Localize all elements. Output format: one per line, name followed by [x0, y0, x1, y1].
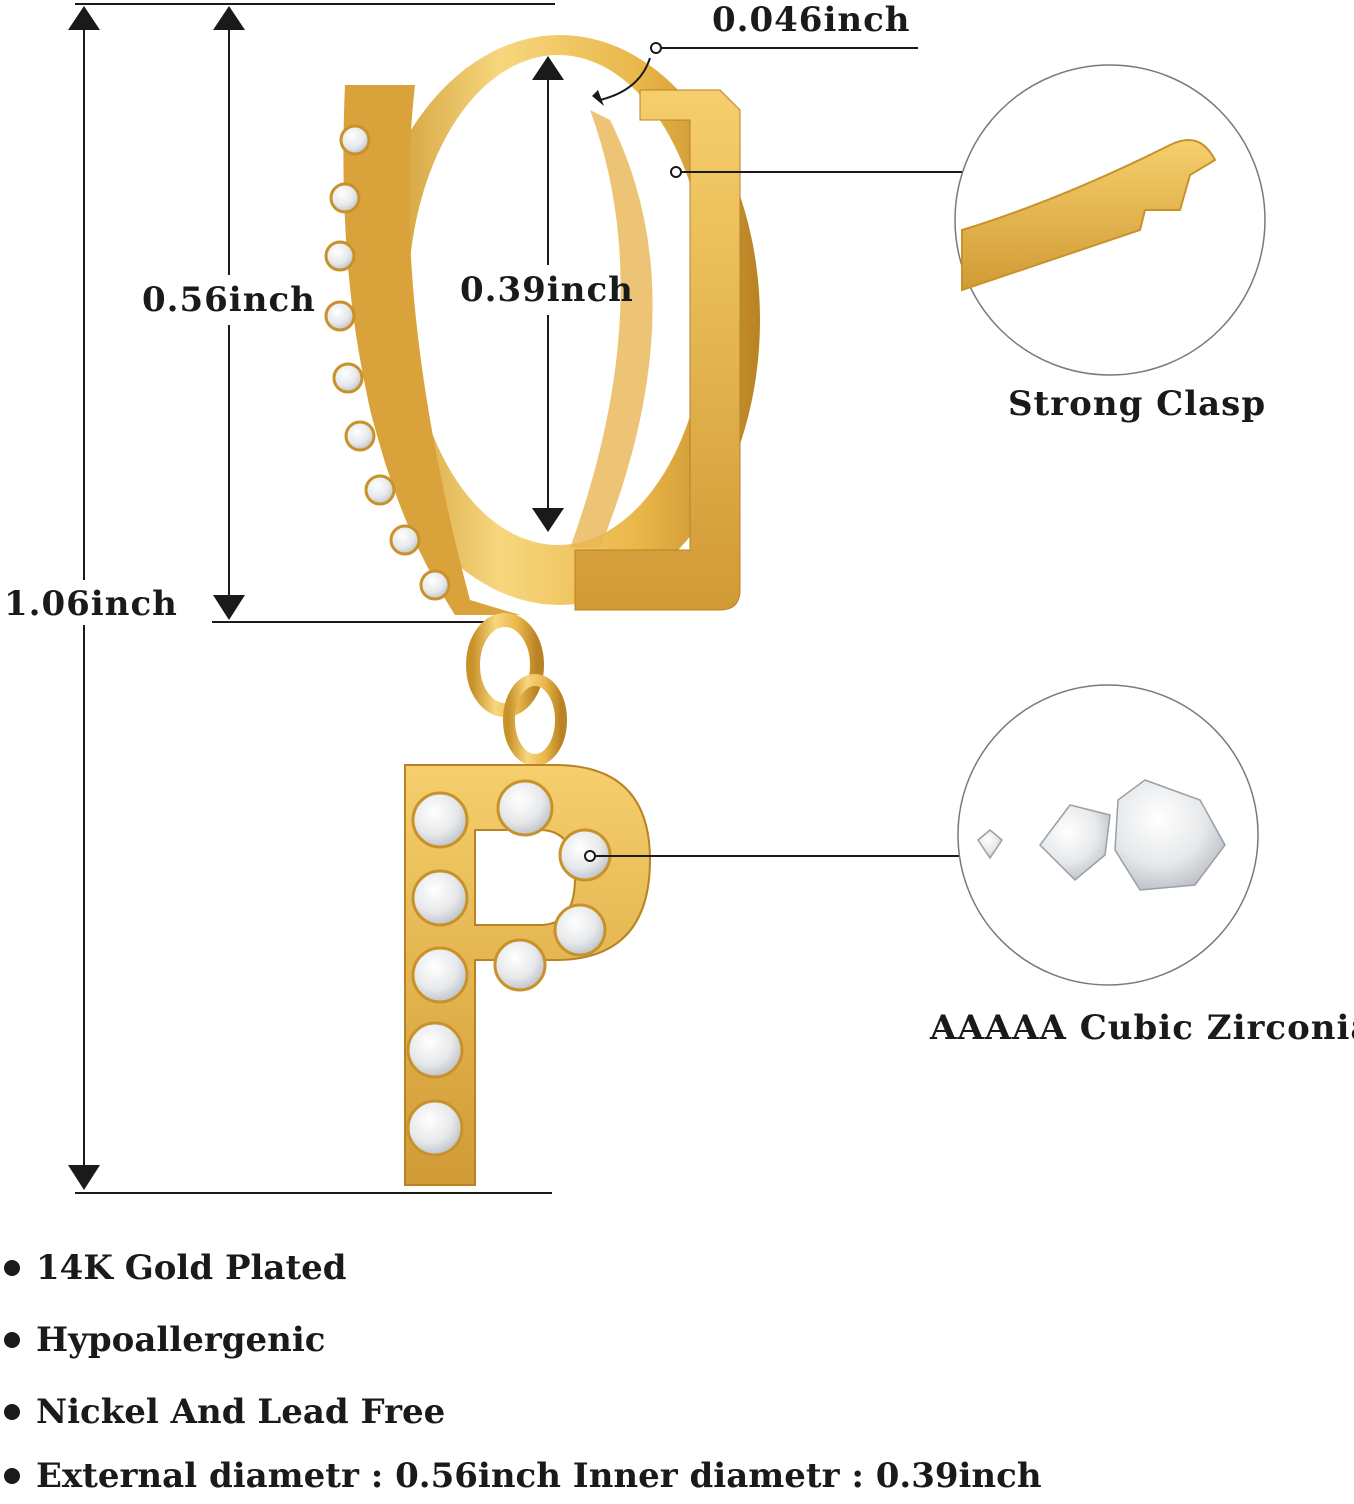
bullet-dot-icon	[4, 1332, 20, 1348]
total-length-label: 1.06inch	[4, 584, 178, 624]
bullet-text: External diametr : 0.56inch Inner diamet…	[36, 1456, 1042, 1496]
bullet-item: 14K Gold Plated	[0, 1248, 347, 1288]
diamond-icon	[977, 779, 1226, 891]
strong-clasp-caption: Strong Clasp	[1008, 384, 1267, 424]
bullet-item: Nickel And Lead Free	[0, 1392, 445, 1432]
bullet-dot-icon	[4, 1468, 20, 1484]
letter-stones	[406, 779, 612, 1157]
wire-thickness-label: 0.046inch	[712, 0, 911, 40]
bullet-dot-icon	[4, 1260, 20, 1276]
outer-diameter-label: 0.56inch	[142, 280, 316, 320]
bullet-text: Nickel And Lead Free	[36, 1392, 446, 1432]
cubic-zirconia-caption: AAAAA Cubic Zirconia	[930, 1008, 1354, 1048]
bullet-dot-icon	[4, 1404, 20, 1420]
clasp-callout	[670, 64, 1266, 376]
bullet-item: External diametr : 0.56inch Inner diamet…	[0, 1456, 1042, 1496]
pendant-jump-ring	[466, 613, 567, 766]
bullet-item: Hypoallergenic	[0, 1320, 325, 1360]
letter-pendant	[404, 764, 652, 1186]
pave-stones	[324, 124, 451, 601]
clasp-closeup-icon	[961, 139, 1217, 292]
inner-diameter-label: 0.39inch	[460, 270, 634, 310]
dimension-wire-thickness	[592, 42, 918, 106]
bullet-text: Hypoallergenic	[36, 1320, 326, 1360]
dimension-inner-diameter	[532, 56, 564, 532]
bullet-text: 14K Gold Plated	[36, 1248, 347, 1288]
dimension-outer-diameter	[210, 3, 555, 623]
hoop-earring	[324, 35, 760, 615]
stone-callout	[584, 684, 1259, 986]
